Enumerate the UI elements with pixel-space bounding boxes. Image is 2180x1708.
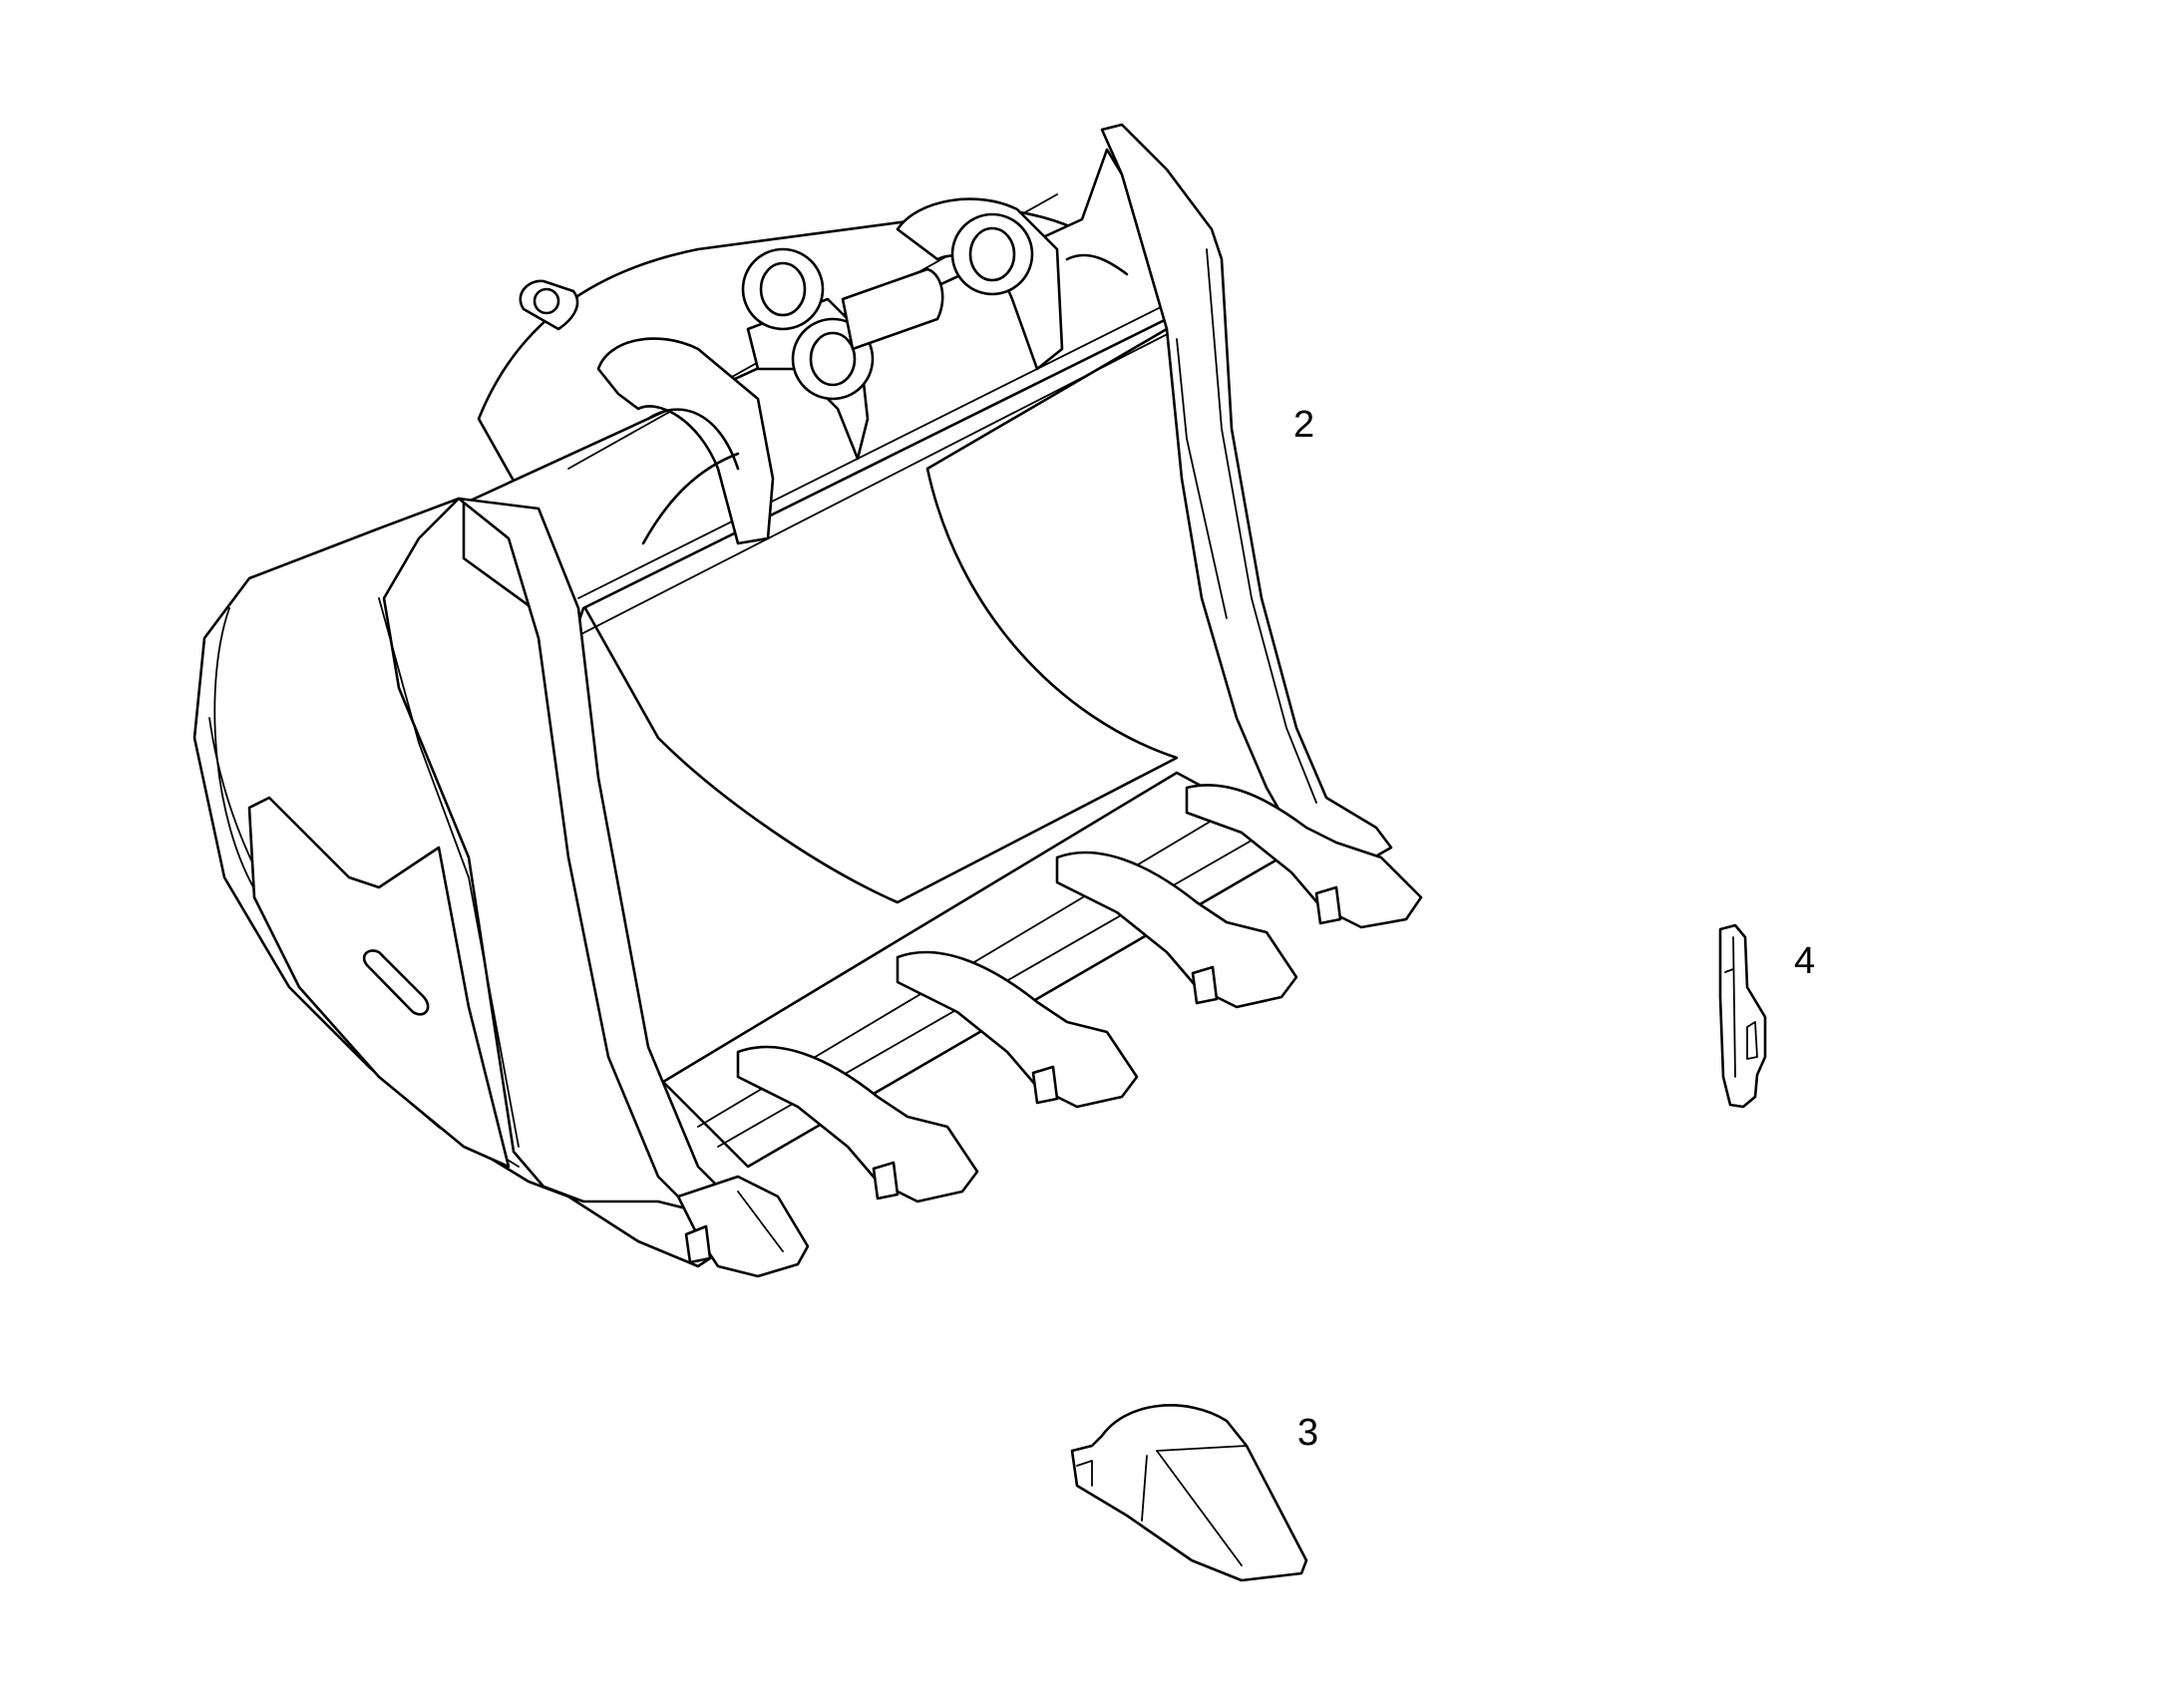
pin-drawing bbox=[1718, 923, 1767, 1109]
side-slot bbox=[362, 949, 430, 1016]
bucket-teeth bbox=[676, 784, 1423, 1278]
left-wear-plate bbox=[247, 796, 511, 1169]
callout-tooth: 3 bbox=[1297, 1412, 1319, 1454]
callout-bucket: 2 bbox=[1293, 404, 1315, 446]
bucket-drawing bbox=[192, 123, 1423, 1278]
pivot-bushings bbox=[741, 212, 1034, 401]
callout-pin: 4 bbox=[1794, 940, 1816, 982]
bucket-left-side-plate bbox=[192, 497, 730, 1268]
tooth-drawing bbox=[1070, 1404, 1308, 1582]
bucket-right-side-plate bbox=[1100, 123, 1393, 869]
